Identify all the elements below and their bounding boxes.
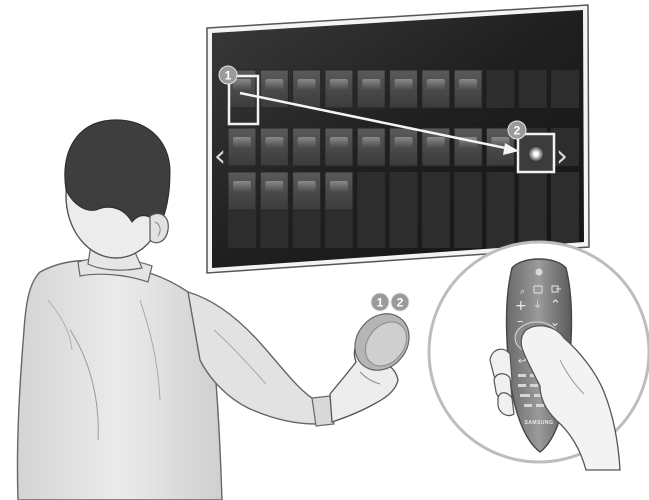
svg-text:2: 2 — [397, 296, 404, 310]
remote-brand-label: SAMSUNG — [524, 420, 553, 426]
tv-tile-placeholder — [260, 210, 288, 248]
svg-text:2: 2 — [514, 124, 521, 138]
tv-tile-placeholder — [422, 172, 450, 210]
tv-tile-placeholder — [357, 172, 385, 210]
tv-tile-placeholder — [357, 210, 385, 248]
app-icon — [330, 181, 348, 192]
tv-tile-placeholder — [519, 70, 547, 108]
hand-step-marker-2: 2 — [391, 293, 409, 311]
tv-tile-placeholder — [228, 210, 256, 248]
svg-text:↩: ↩ — [518, 356, 526, 367]
app-icon — [298, 79, 316, 90]
tv-tile-placeholder — [390, 172, 418, 210]
app-icon — [298, 137, 316, 148]
nav-left-arrow[interactable]: ‹ — [214, 139, 226, 174]
tv-tile-placeholder — [325, 210, 353, 248]
app-icon — [459, 79, 477, 90]
tv-tile-placeholder — [390, 210, 418, 248]
tv-tile-placeholder — [454, 172, 482, 210]
svg-text:⏚: ⏚ — [533, 300, 542, 311]
tv-tile-placeholder — [422, 210, 450, 248]
app-icon — [330, 137, 348, 148]
hand-step-marker-1: 1 — [371, 293, 389, 311]
app-icon — [330, 79, 348, 90]
target-focus-box — [518, 134, 554, 172]
svg-text:⌕: ⌕ — [520, 287, 525, 297]
app-icon — [265, 79, 283, 90]
app-icon — [395, 137, 413, 148]
tv-tile-placeholder — [454, 210, 482, 248]
tv-tile-placeholder — [551, 172, 579, 210]
step-marker-1: 1 — [219, 66, 237, 84]
svg-text:+: + — [515, 298, 527, 314]
app-icon — [233, 137, 251, 148]
tv-tile-placeholder — [486, 172, 514, 210]
app-icon — [395, 79, 413, 90]
svg-text:1: 1 — [225, 69, 232, 83]
app-icon — [265, 181, 283, 192]
app-icon — [427, 79, 445, 90]
app-icon — [265, 137, 283, 148]
step-marker-2: 2 — [508, 121, 526, 139]
tv-tile-placeholder — [486, 210, 514, 248]
svg-text:⌃: ⌃ — [550, 298, 561, 313]
app-icon — [362, 137, 380, 148]
tv-tile-placeholder — [293, 210, 321, 248]
app-icon — [362, 79, 380, 90]
tv-tile-placeholder — [551, 70, 579, 108]
app-icon — [427, 137, 445, 148]
app-icon — [298, 181, 316, 192]
remote-zoom-circle: ⌕ + ⏚ ⌃ – ⌄ ↩ SAMSUNG — [429, 242, 649, 470]
tv-tile-placeholder — [519, 172, 547, 210]
tv-tile-placeholder — [486, 70, 514, 108]
svg-text:1: 1 — [377, 296, 384, 310]
app-icon — [233, 79, 251, 90]
app-icon — [233, 181, 251, 192]
nav-right-arrow[interactable]: › — [556, 139, 568, 174]
